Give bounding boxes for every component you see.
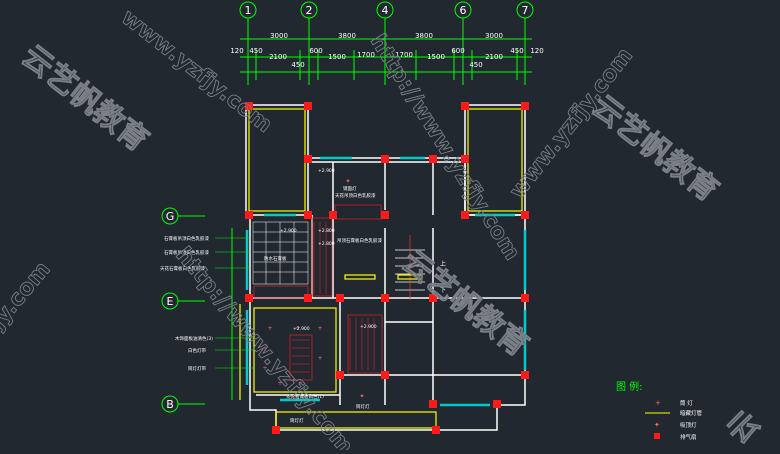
dim-row3-b: 1500 bbox=[328, 53, 346, 61]
elevation-4: +2.800 bbox=[318, 241, 335, 247]
dim-row2-a: 120 bbox=[230, 47, 243, 55]
label-bottom2: 筒灯灯 bbox=[356, 403, 370, 410]
svg-text:✦: ✦ bbox=[359, 393, 364, 400]
label-upper-mid: 镜面灯 bbox=[343, 185, 357, 192]
ceiling-grid bbox=[252, 221, 309, 285]
dim-row2-c: 600 bbox=[309, 47, 322, 55]
svg-text:+: + bbox=[295, 325, 300, 332]
elevation-1: +2.900 bbox=[318, 168, 335, 174]
legend-symbol-cross: + bbox=[655, 399, 661, 407]
label-lower-left-3: 筒灯灯带 bbox=[188, 365, 206, 372]
legend-title: 图 例: bbox=[616, 380, 643, 393]
dim-row2-d: 1700 bbox=[357, 51, 375, 59]
watermark-7: http://www.yzfjy.com bbox=[170, 243, 357, 450]
svg-text:+: + bbox=[267, 325, 272, 332]
dim-row4-a: 450 bbox=[291, 61, 304, 69]
label-bottom: 筒灯灯 bbox=[290, 417, 304, 424]
axis-label-B: B bbox=[166, 398, 174, 411]
room-annotations: 镜面灯 天花吊顶白色乳胶漆 吊顶石膏板白色乳胶漆 石膏板吊顶白色乳胶漆 石膏板吊… bbox=[160, 168, 446, 424]
label-lower-mid: 天花石膏板白色(1) bbox=[286, 393, 324, 400]
label-left-note-1: 石膏板吊顶白色乳胶漆 bbox=[164, 235, 209, 242]
label-left-note-4: 天花石膏板白色乳胶漆 bbox=[160, 265, 205, 272]
svg-text:✦: ✦ bbox=[345, 178, 350, 185]
label-lower-left-1: 木饰面板油清色(3) bbox=[175, 335, 213, 342]
label-up: 上 bbox=[440, 260, 446, 268]
label-lower-left-2: 白色灯带 bbox=[188, 347, 206, 354]
elevation-3: +2.800 bbox=[318, 228, 335, 234]
dim-row3-a: 2100 bbox=[269, 53, 287, 61]
dim-row2-f: 600 bbox=[451, 47, 464, 55]
watermark-side: jy.com bbox=[0, 257, 56, 335]
legend-symbol-square bbox=[654, 433, 660, 439]
svg-text:+: + bbox=[262, 365, 267, 372]
stair-lines bbox=[395, 235, 425, 300]
svg-text:+: + bbox=[277, 380, 282, 387]
top-axis-labels: 1 2 4 6 7 bbox=[245, 4, 529, 17]
light-fixtures: ✦ + + + + + + + + ✦ bbox=[262, 178, 364, 400]
legend-symbol-diamond: ✦ bbox=[654, 421, 660, 429]
svg-text:+: + bbox=[297, 380, 302, 387]
columns bbox=[245, 102, 529, 434]
label-left-note-3: 防水石膏板 bbox=[264, 255, 287, 262]
watermark-4: 云艺帆教育 bbox=[585, 89, 725, 209]
dim-row2-g: 450 bbox=[510, 47, 523, 55]
axis-label-7: 7 bbox=[522, 4, 529, 17]
label-down: 下 bbox=[440, 287, 446, 294]
axis-label-1: 1 bbox=[245, 4, 252, 17]
legend: 图 例: + 筒 灯 暗藏灯管 ✦ 吸顶灯 排气扇 bbox=[616, 380, 703, 441]
top-axis-group bbox=[239, 1, 534, 85]
watermark-left: jy.com bbox=[0, 257, 56, 335]
dim-row3-c: 1500 bbox=[427, 53, 445, 61]
dim-row1-b: 3800 bbox=[338, 32, 356, 40]
windows bbox=[245, 156, 527, 407]
elevation-5: +2.900 bbox=[360, 324, 377, 330]
axis-label-E: E bbox=[167, 295, 174, 308]
dim-row1-c: 3800 bbox=[415, 32, 433, 40]
elevation-2: +2.900 bbox=[280, 228, 297, 234]
label-stair-note: 吊顶石膏板白色乳胶漆 bbox=[337, 237, 382, 244]
dim-row3-d: 2100 bbox=[485, 53, 503, 61]
leader-lines bbox=[215, 237, 254, 369]
watermark-3: 云艺帆教育 bbox=[15, 39, 155, 159]
watermark-2: http://www.yzfjy.com bbox=[365, 30, 525, 265]
label-left-note-2: 石膏板吊顶白色乳胶漆 bbox=[164, 249, 209, 256]
watermark-5: 云艺帆教育 bbox=[395, 244, 535, 364]
legend-label-2: 吸顶灯 bbox=[680, 421, 697, 429]
dim-row4-b: 450 bbox=[469, 61, 482, 69]
dim-row1-a: 3000 bbox=[270, 32, 288, 40]
legend-label-1: 暗藏灯管 bbox=[680, 409, 703, 417]
svg-text:+: + bbox=[317, 355, 322, 362]
hatch-stripes bbox=[292, 222, 375, 373]
axis-label-4: 4 bbox=[382, 4, 389, 17]
watermarks: www.yzfjy.com http://www.yzfjy.com 云艺帆教育… bbox=[15, 5, 768, 454]
label-upper-mid2: 天花吊顶白色乳胶漆 bbox=[335, 192, 376, 199]
dimension-text: 3000 3800 3800 3000 120 450 600 1700 170… bbox=[230, 32, 543, 69]
axis-label-6: 6 bbox=[460, 4, 467, 17]
axis-label-G: G bbox=[166, 210, 175, 223]
left-axis-group bbox=[161, 207, 233, 413]
axis-label-2: 2 bbox=[306, 4, 313, 17]
left-axis-labels: G E B bbox=[166, 210, 175, 411]
svg-text:+: + bbox=[262, 345, 267, 352]
dim-row2-b: 450 bbox=[249, 47, 262, 55]
legend-label-3: 排气扇 bbox=[680, 433, 697, 441]
watermark-8: 云 bbox=[721, 405, 767, 450]
elevation-6: +2.900 bbox=[293, 326, 310, 332]
dim-row2-h: 120 bbox=[530, 47, 543, 55]
legend-label-0: 筒 灯 bbox=[680, 399, 693, 407]
dim-row1-d: 3000 bbox=[485, 32, 503, 40]
dim-row2-e: 1700 bbox=[395, 51, 413, 59]
svg-text:+: + bbox=[317, 325, 322, 332]
